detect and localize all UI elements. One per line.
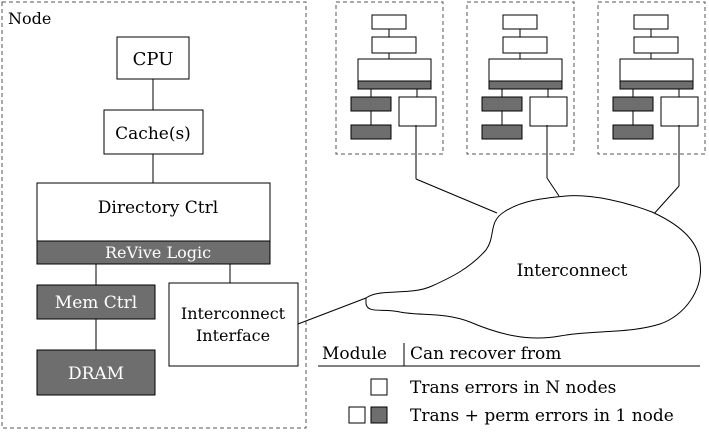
interconnect-interface-label-1: Interconnect <box>181 304 286 323</box>
dram-label: DRAM <box>68 364 124 384</box>
node-border <box>1 1 307 429</box>
interconnect-label: Interconnect <box>517 261 628 281</box>
directory-ctrl-label: Directory Ctrl <box>98 198 218 218</box>
revive-logic-label: ReVive Logic <box>105 243 211 262</box>
mini-node-1 <box>335 1 444 155</box>
cache-box <box>103 109 204 155</box>
mini-node-3 <box>597 1 706 155</box>
revive-logic-box <box>36 240 271 265</box>
mem-ctrl-box <box>36 284 156 320</box>
legend-row2-text: Trans + perm errors in 1 node <box>410 406 674 426</box>
interconnect-cloud <box>365 195 701 339</box>
legend-header-recover: Can recover from <box>410 344 561 364</box>
legend-gray-square <box>370 406 388 424</box>
cpu-box <box>116 36 190 80</box>
cache-label: Cache(s) <box>115 124 191 144</box>
node-label: Node <box>8 9 51 28</box>
legend-row1-text: Trans errors in N nodes <box>410 378 616 398</box>
interconnect-interface-label-2: Interface <box>196 326 270 345</box>
dram-box <box>36 349 156 396</box>
directory-ctrl-box <box>36 182 271 242</box>
legend-white-square-2 <box>348 406 366 424</box>
legend-header-module: Module <box>322 344 387 364</box>
cpu-label: CPU <box>133 49 174 70</box>
mem-ctrl-label: Mem Ctrl <box>55 293 137 313</box>
mini-node-2 <box>466 1 575 155</box>
legend-white-square-1 <box>370 378 388 396</box>
interconnect-interface-box <box>168 282 299 367</box>
